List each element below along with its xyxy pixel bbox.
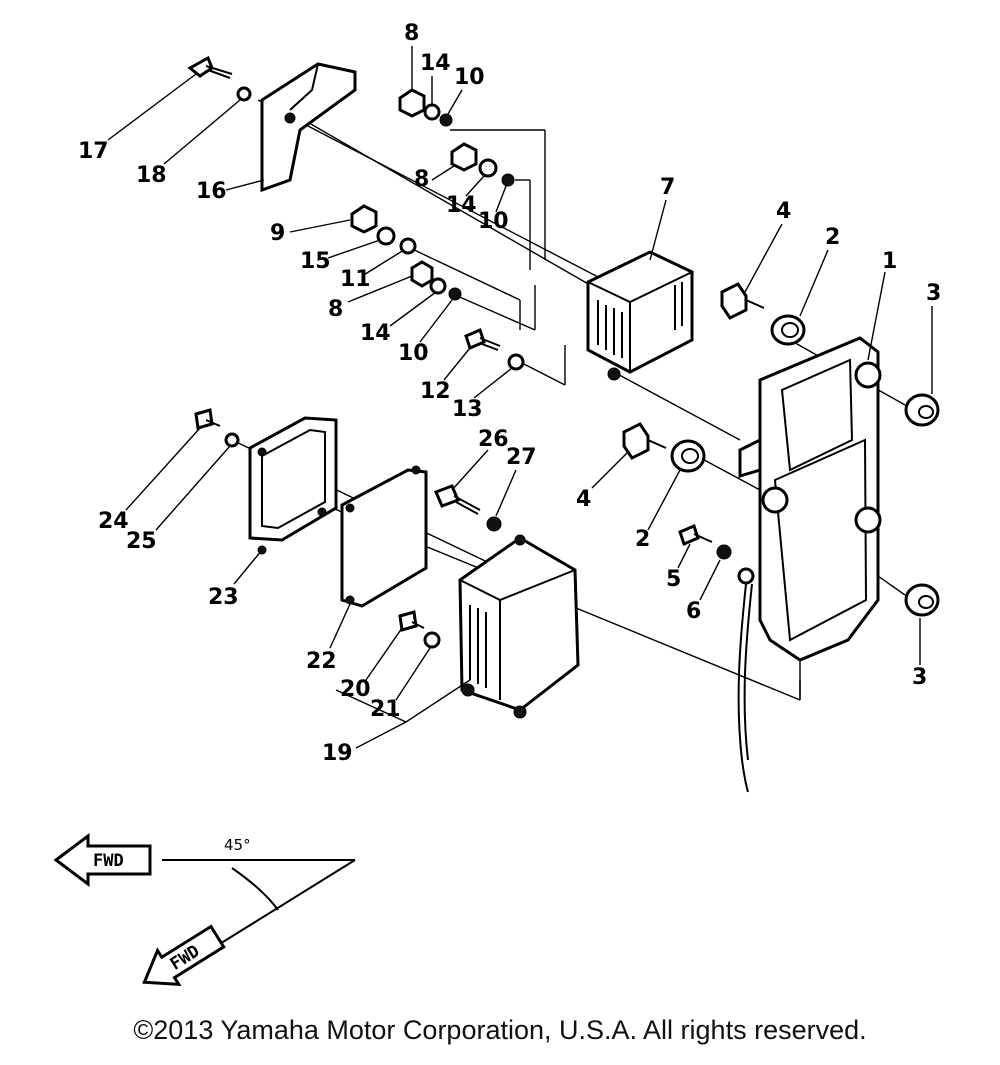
part-3-upper-cap [904,393,940,427]
angle-label: 45° [224,836,251,854]
fwd-label-horizontal: FWD [93,851,124,871]
label-4-lower: 4 [576,487,591,512]
label-14-top: 14 [420,51,451,76]
label-11: 11 [340,267,371,292]
label-8-mid: 8 [414,167,429,192]
label-26: 26 [478,427,509,452]
label-16: 16 [196,179,227,204]
part-17-bolt [187,55,233,79]
label-8-low: 8 [328,297,343,322]
label-13: 13 [452,397,483,422]
label-19: 19 [322,741,353,766]
part-6-washer [716,544,732,560]
part-1-main-bracket [738,336,882,662]
part-27-washer [486,516,502,532]
label-15: 15 [300,249,331,274]
label-10-low: 10 [398,341,429,366]
part-22-cover-plate [340,465,428,608]
label-1: 1 [882,249,897,274]
part-13-washer [507,353,525,371]
part-24-bolt [194,408,221,430]
label-6: 6 [686,599,701,624]
label-23: 23 [208,585,239,610]
part-16-bracket-plate [260,62,357,193]
part-25-washer [224,432,240,448]
part-3-lower-cap [904,583,940,617]
label-3-upper: 3 [926,281,941,306]
label-3-lower: 3 [912,665,927,690]
label-2-lower: 2 [635,527,650,552]
ground-wire [737,567,755,793]
part-23-gasket [248,416,338,555]
label-10-mid: 10 [478,209,509,234]
part-21-washer [423,631,441,649]
copyright-notice: ©2013 Yamaha Motor Corporation, U.S.A. A… [133,1015,867,1045]
fwd-arrow-horizontal [53,833,152,887]
part-18-washer [236,86,252,102]
label-27: 27 [506,445,537,470]
label-7: 7 [660,175,675,200]
label-20: 20 [340,677,371,702]
label-12: 12 [420,379,451,404]
fwd-orientation-indicator: FWD 45° FWD [53,833,356,987]
part-2-upper-grommet [770,314,806,346]
label-14-low: 14 [360,321,391,346]
label-24: 24 [98,509,129,534]
part-5-bolt [678,523,713,547]
part-label-group: 1 2 2 3 3 4 4 5 6 7 8 8 8 9 10 10 10 11 [78,21,941,766]
label-17: 17 [78,139,109,164]
part-19-module [458,534,580,719]
label-18: 18 [136,163,167,188]
part-4-upper-bolt [720,282,765,320]
label-22: 22 [306,649,337,674]
part-20-bolt [398,610,425,632]
exploded-parts-diagram: 1 2 2 3 3 4 4 5 6 7 8 8 8 9 10 10 10 11 [53,21,941,987]
label-10-top: 10 [454,65,485,90]
part-7-module [586,250,694,381]
label-25: 25 [126,529,157,554]
part-2-lower-grommet [670,439,706,473]
label-4-upper: 4 [776,199,791,224]
part-4-lower-bolt [622,422,667,460]
label-8-top: 8 [404,21,419,46]
part-12-bolt [464,327,501,351]
label-21: 21 [370,697,401,722]
label-5: 5 [666,567,681,592]
label-14-mid: 14 [446,193,477,218]
fwd-arrow-angled [142,924,226,987]
label-2-upper: 2 [825,225,840,250]
label-9: 9 [270,221,285,246]
part-26-bolt [434,484,481,515]
